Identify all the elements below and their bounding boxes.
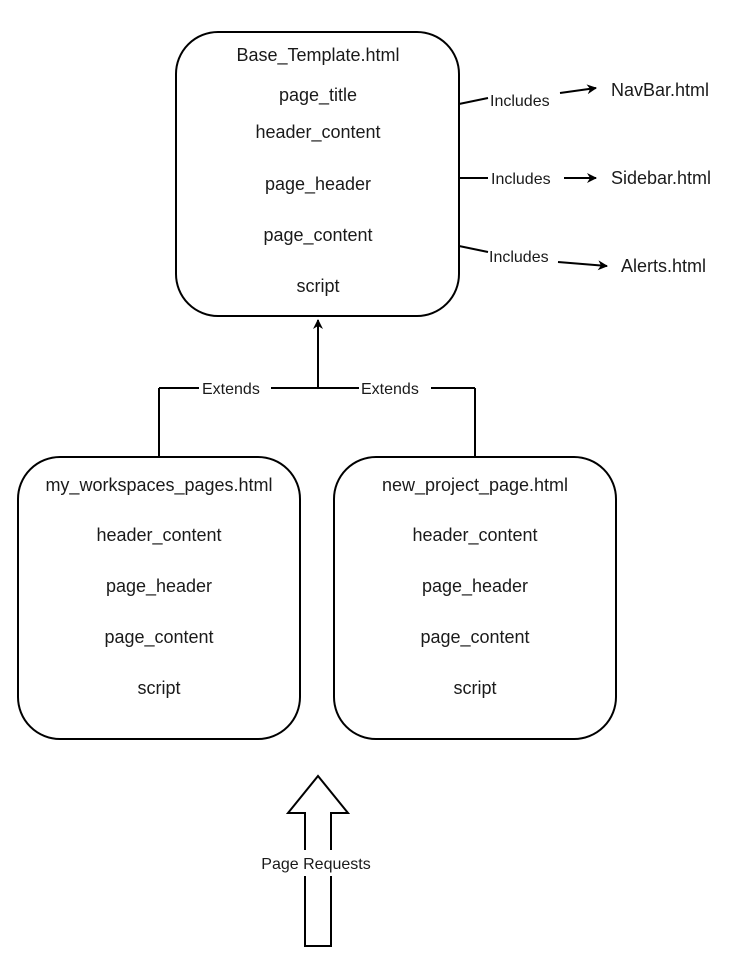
my-workspaces-block-script: script (137, 678, 180, 698)
child-template-new-project: new_project_page.html header_content pag… (333, 456, 617, 740)
base-block-header-content: header_content (255, 122, 380, 143)
base-template-node: Base_Template.html page_title header_con… (175, 31, 460, 317)
sidebar-file: Sidebar.html (611, 168, 711, 188)
page-requests-label: Page Requests (261, 856, 370, 873)
extends-label-left: Extends (202, 381, 260, 398)
base-block-page-content: page_content (263, 225, 372, 246)
my-workspaces-block-header-content: header_content (96, 525, 221, 546)
include-edge-navbar: Includes (458, 84, 597, 110)
base-block-page-header: page_header (265, 174, 371, 195)
new-project-block-script: script (453, 678, 496, 698)
include-label-sidebar: Includes (491, 171, 551, 188)
navbar-file: NavBar.html (611, 80, 709, 100)
include-edge-sidebar: Includes (459, 171, 597, 188)
my-workspaces-block-page-header: page_header (106, 576, 212, 597)
extends-edge-right: Extends (318, 381, 476, 457)
base-block-page-title: page_title (279, 85, 357, 106)
my-workspaces-title: my_workspaces_pages.html (45, 475, 272, 496)
new-project-block-page-content: page_content (420, 627, 529, 648)
include-label-navbar: Includes (490, 93, 550, 110)
include-label-alerts: Includes (489, 249, 549, 266)
new-project-title: new_project_page.html (382, 475, 568, 496)
extends-edge-left: Extends (158, 381, 318, 457)
page-requests-arrow: Page Requests (249, 774, 383, 947)
alerts-file: Alerts.html (621, 256, 706, 276)
extends-label-right: Extends (361, 381, 419, 398)
base-template-title: Base_Template.html (236, 45, 399, 66)
include-edge-alerts: Includes (458, 245, 608, 271)
base-block-script: script (296, 276, 339, 296)
child-template-my-workspaces: my_workspaces_pages.html header_content … (17, 456, 301, 740)
new-project-block-header-content: header_content (412, 525, 537, 546)
my-workspaces-block-page-content: page_content (104, 627, 213, 648)
new-project-block-page-header: page_header (422, 576, 528, 597)
